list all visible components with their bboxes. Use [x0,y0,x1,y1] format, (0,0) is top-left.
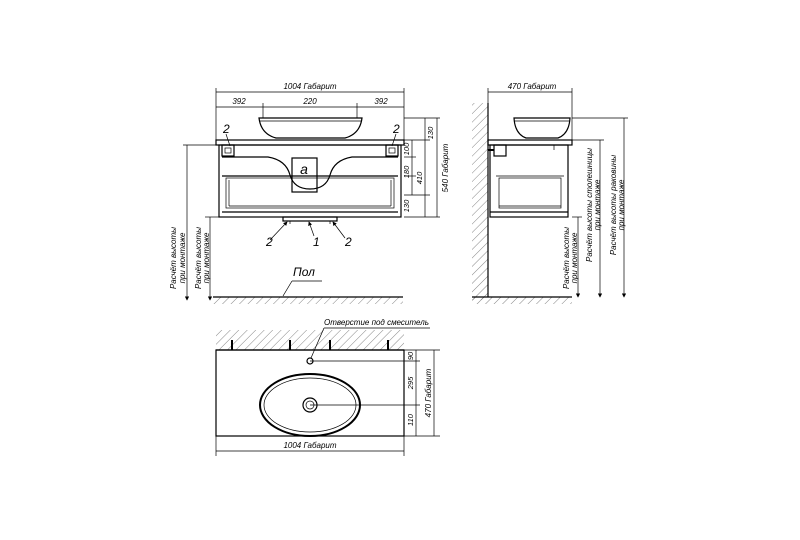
front-view: 1004 Габарит 392 220 392 a [169,82,450,304]
front-width-dimensions: 1004 Габарит 392 220 392 [215,82,405,140]
top-width-total-label: 1004 Габарит [283,441,336,450]
front-height-dimensions: 130 100 180 410 130 540 Габарит [402,117,450,218]
front-height-label-2-line1: Расчёт высоты [194,227,203,289]
top-dim-110: 110 [406,413,415,426]
front-drawer-wave [222,156,398,190]
front-callout-2-bottom-right: 2 [344,235,352,249]
front-width-total-label: 1004 Габарит [283,82,336,91]
front-bottom-fitting [282,216,338,222]
front-height-label-1-line1: Расчёт высоты [169,227,178,289]
top-depth-total-label: 470 Габарит [424,368,433,417]
front-panel-a [291,157,318,193]
side-cabinet-body [489,144,569,218]
front-countertop [215,139,405,146]
front-floor: Пол [213,265,403,304]
front-drawer-box [225,177,395,209]
front-callout-2-right-top: 2 [392,122,400,136]
front-bracket-left [221,144,235,157]
front-dim-130-top: 130 [426,126,435,139]
front-height-total-label: 540 Габарит [441,143,450,192]
top-dim-90: 90 [406,351,415,360]
side-bracket [493,144,507,157]
front-bracket-right [385,144,399,157]
side-wall [472,103,488,300]
side-sink-bowl [513,117,571,139]
side-view: 470 Габарит Расчёт высоты при монтаже Ра… [472,82,628,304]
top-countertop [215,349,405,437]
front-callout-1-bottom: 1 [313,235,320,249]
front-width-mid-label: 220 [302,97,317,106]
side-depth-total-label: 470 Габарит [508,82,557,91]
front-floor-label: Пол [293,265,315,279]
top-view: Отверстие под смеситель 90 295 110 470 Г… [215,318,440,456]
top-mixer-hole-label: Отверстие под смеситель [324,318,429,327]
front-dim-100: 100 [402,142,411,155]
side-label-c-line1: Расчёт высоты раковины [609,155,618,255]
side-countertop [487,139,573,146]
side-label-b-line2: при монтаже [593,179,602,230]
front-width-left-label: 392 [232,97,246,106]
front-dim-410: 410 [415,171,424,184]
side-label-a-line2: при монтаже [570,232,579,283]
front-callout-2-bottom-left: 2 [265,235,273,249]
front-callout-a: a [300,161,308,177]
front-callout-2-left-top: 2 [222,122,230,136]
front-install-height-dims: Расчёт высоты при монтаже Расчёт высоты … [169,144,219,301]
front-dim-130-bottom: 130 [402,199,411,212]
side-label-c-line2: при монтаже [617,179,626,230]
side-label-b-line1: Расчёт высоты столешницы [585,148,594,262]
top-dim-295: 295 [406,376,415,390]
front-dim-180: 180 [402,165,411,178]
top-wall [216,330,404,350]
front-width-right-label: 392 [374,97,388,106]
side-drawer [498,177,562,209]
front-height-label-1-line2: при монтаже [178,232,187,283]
front-sink-bowl [258,117,363,139]
side-label-a-line1: Расчёт высоты [562,227,571,289]
front-height-label-2-line2: при монтаже [202,232,211,283]
